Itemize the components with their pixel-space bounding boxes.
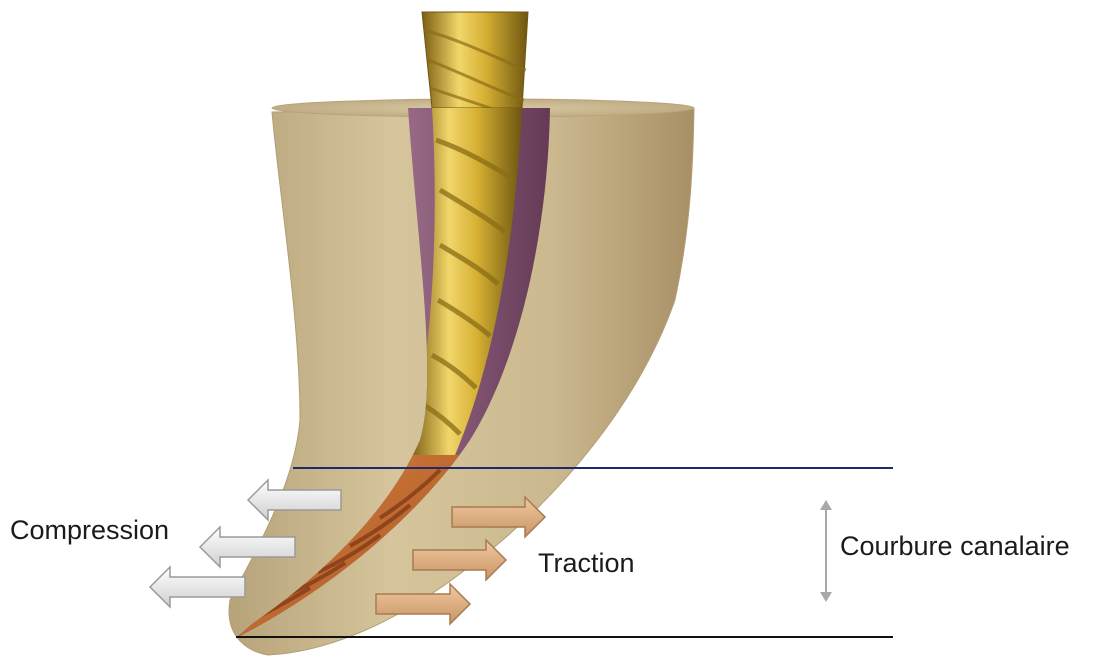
file-shaft [422, 12, 528, 118]
compression-label: Compression [10, 517, 169, 544]
traction-label: Traction [538, 550, 635, 577]
canal-curvature-label: Courbure canalaire [840, 533, 1070, 560]
double-arrow-vertical-icon [820, 500, 832, 602]
